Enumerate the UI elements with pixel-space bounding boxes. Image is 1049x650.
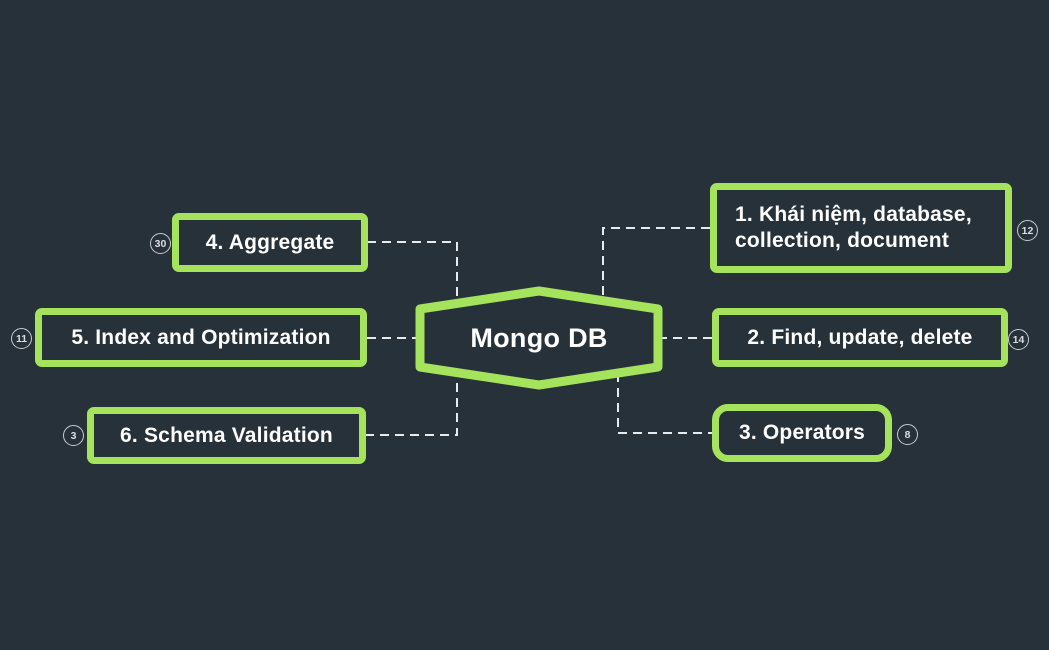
- node-index-and-optimization[interactable]: 5. Index and Optimization: [35, 308, 367, 367]
- node-label: 4. Aggregate: [205, 230, 335, 254]
- badge-count: 14: [1012, 333, 1025, 346]
- badge-count: 30: [154, 237, 167, 250]
- connector-aggregate: [367, 241, 458, 303]
- node-find-update-delete[interactable]: 2. Find, update, delete: [712, 308, 1008, 367]
- node-label: 2. Find, update, delete: [747, 325, 973, 349]
- root-node-label: Mongo DB: [470, 322, 608, 353]
- expand-badge-schema-validation[interactable]: 3: [63, 425, 84, 446]
- connector-concepts: [602, 227, 710, 300]
- node-khai-niem-database-collection-document[interactable]: 1. Khái niệm, database, collection, docu…: [710, 183, 1012, 273]
- connector-operators: [617, 373, 712, 434]
- expand-badge-index-and-optimization[interactable]: 11: [11, 328, 32, 349]
- node-label: 1. Khái niệm, database, collection, docu…: [735, 203, 972, 252]
- node-label: 3. Operators: [738, 421, 866, 444]
- node-operators[interactable]: 3. Operators: [712, 404, 892, 462]
- node-label: 6. Schema Validation: [120, 423, 333, 447]
- badge-count: 3: [70, 429, 77, 442]
- connector-schema-validation: [365, 373, 458, 436]
- expand-badge-khai-niem[interactable]: 12: [1017, 220, 1038, 241]
- node-schema-validation[interactable]: 6. Schema Validation: [87, 407, 366, 464]
- node-label: 5. Index and Optimization: [71, 325, 331, 349]
- expand-badge-aggregate[interactable]: 30: [150, 233, 171, 254]
- root-node[interactable]: Mongo DB: [420, 291, 658, 385]
- root-node-shape[interactable]: [415, 286, 663, 390]
- badge-count: 11: [15, 332, 28, 345]
- badge-count: 12: [1021, 224, 1034, 237]
- node-aggregate[interactable]: 4. Aggregate: [172, 213, 368, 272]
- expand-badge-find-update-delete[interactable]: 14: [1008, 329, 1029, 350]
- badge-count: 8: [904, 428, 911, 441]
- expand-badge-operators[interactable]: 8: [897, 424, 918, 445]
